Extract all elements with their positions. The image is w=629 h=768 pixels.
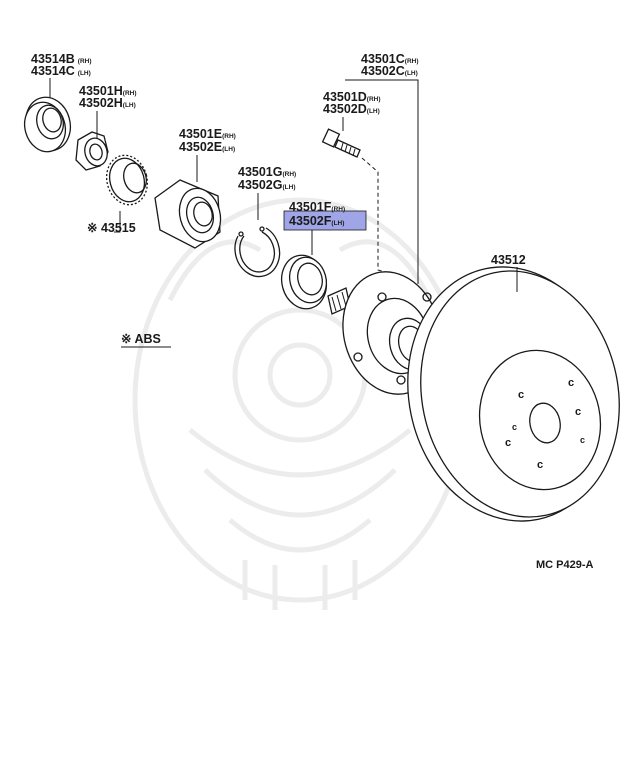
label-43501g[interactable]: 43501G(RH) xyxy=(238,165,296,179)
part-brake-disc[interactable]: c c c c c c c xyxy=(385,247,629,540)
label-43501d[interactable]: 43501D(RH) xyxy=(323,90,381,104)
label-43512[interactable]: 43512 xyxy=(491,253,526,267)
label-43502h[interactable]: 43502H(LH) xyxy=(79,96,136,110)
label-43514b[interactable]: 43514B(RH) xyxy=(31,52,92,66)
leader-lines xyxy=(49,78,518,348)
abs-note: ※ ABS xyxy=(121,332,161,346)
label-43501e[interactable]: 43501E(RH) xyxy=(179,127,236,141)
label-43502d[interactable]: 43502D(LH) xyxy=(323,102,380,116)
part-hub-bearing[interactable] xyxy=(154,179,226,249)
label-43515[interactable]: ※ 43515 xyxy=(87,221,136,235)
label-43502e[interactable]: 43502E(LH) xyxy=(179,140,235,154)
label-43502g[interactable]: 43502G(LH) xyxy=(238,178,295,192)
part-hub-bolt[interactable] xyxy=(321,128,409,279)
label-43502f[interactable]: 43502F(LH) xyxy=(289,214,344,228)
svg-text:c: c xyxy=(505,437,511,449)
svg-text:c: c xyxy=(568,377,574,389)
part-abs-rotor[interactable] xyxy=(101,151,153,210)
part-labels: 43514B(RH) 43514C(LH) 43501H(RH) 43502H(… xyxy=(31,52,594,571)
part-lock-nut[interactable] xyxy=(75,131,110,171)
highlight-box xyxy=(283,210,367,231)
part-cap-ring[interactable] xyxy=(19,92,76,156)
label-43501c[interactable]: 43501C(RH) xyxy=(361,52,419,66)
part-snap-ring[interactable] xyxy=(234,226,281,278)
part-oil-seal[interactable] xyxy=(276,250,332,314)
svg-text:c: c xyxy=(575,406,581,418)
figure-reference: MC P429-A xyxy=(536,559,594,571)
svg-text:c: c xyxy=(580,435,585,445)
svg-text:c: c xyxy=(537,459,543,471)
label-43502c[interactable]: 43502C(LH) xyxy=(361,64,418,78)
svg-text:c: c xyxy=(512,422,517,432)
svg-text:c: c xyxy=(518,389,524,401)
label-43501f[interactable]: 43501F(RH) xyxy=(289,200,345,214)
label-43501h[interactable]: 43501H(RH) xyxy=(79,84,137,98)
label-43514c[interactable]: 43514C(LH) xyxy=(31,64,91,78)
